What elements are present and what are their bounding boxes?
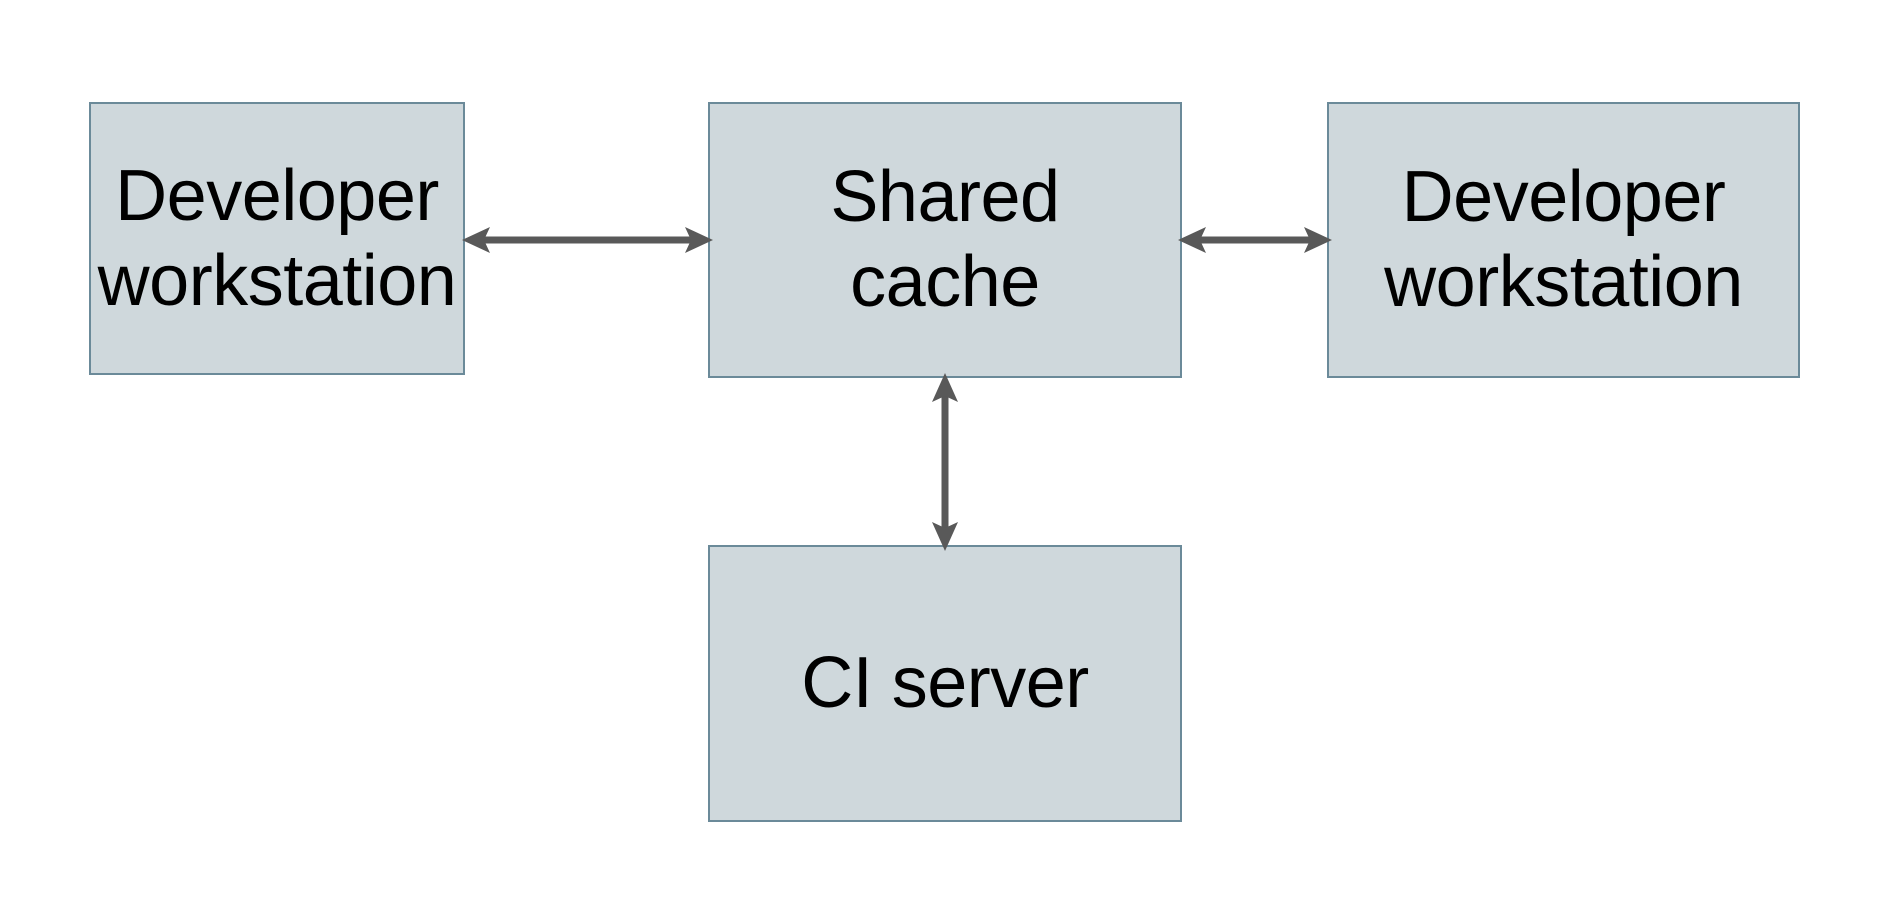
node-developer-workstation-right[interactable]: Developer workstation	[1327, 102, 1800, 378]
double-headed-arrow-icon	[1178, 227, 1332, 253]
connector-shared-cache-to-ci-server[interactable]	[910, 372, 980, 552]
node-shared-cache[interactable]: Shared cache	[708, 102, 1182, 378]
node-label: Developer workstation	[1384, 157, 1743, 322]
double-headed-arrow-icon	[932, 373, 958, 551]
node-developer-workstation-left[interactable]: Developer workstation	[89, 102, 465, 375]
node-ci-server[interactable]: CI server	[708, 545, 1182, 822]
node-label: Shared cache	[830, 157, 1060, 322]
double-headed-arrow-icon	[462, 227, 713, 253]
node-label: Developer workstation	[97, 155, 457, 321]
node-label: CI server	[801, 643, 1089, 724]
connector-developer-left-to-shared-cache[interactable]	[460, 205, 715, 275]
connector-shared-cache-to-developer-right[interactable]	[1176, 205, 1334, 275]
